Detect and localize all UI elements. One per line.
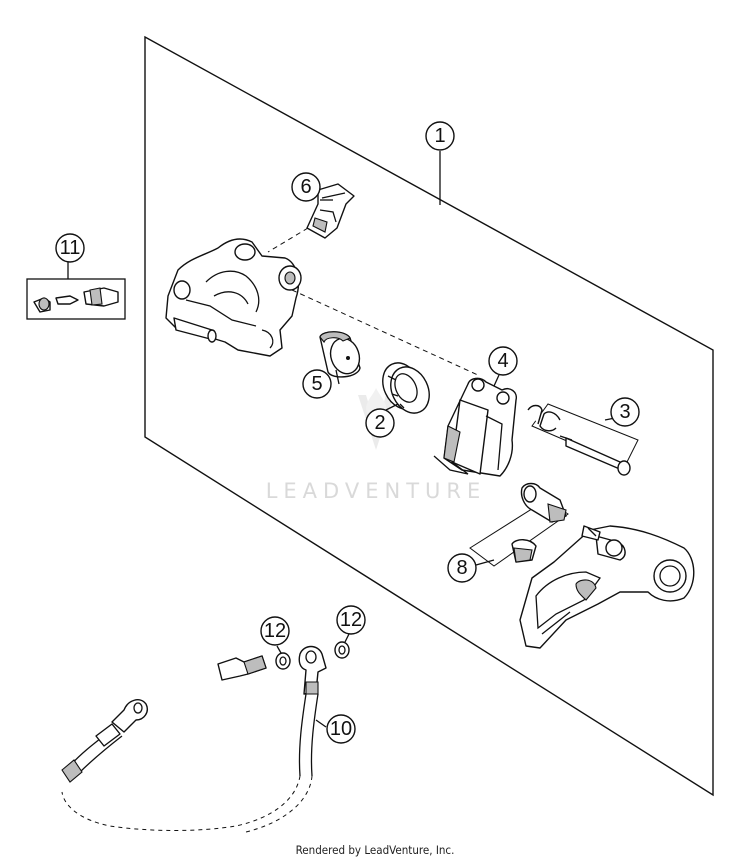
seal-kit-part [382,362,430,414]
callout-5: 5 [302,369,332,399]
callout-1: 1 [425,121,455,151]
callout-10: 10 [326,714,356,744]
svg-text:1: 1 [434,125,445,147]
callout-leader-2 [385,403,399,411]
svg-text:4: 4 [497,350,508,372]
callout-leader-5 [335,369,340,385]
callout-leader-4 [493,374,500,387]
brake-pads-part [433,377,517,477]
svg-text:12: 12 [264,620,286,642]
callout-leader-8 [475,559,495,566]
svg-text:3: 3 [619,401,630,423]
callout-leader-12b [344,633,350,643]
callout-12a: 12 [260,616,290,646]
svg-text:10: 10 [330,718,352,740]
svg-text:2: 2 [374,412,385,434]
guide-line-6 [267,227,309,253]
svg-text:6: 6 [300,176,311,198]
guide-line-axis [291,289,481,377]
svg-text:12: 12 [340,609,362,631]
pad-pin-part [527,403,639,476]
svg-text:5: 5 [311,373,322,395]
bushing-kit-part [469,482,569,567]
callout-leader-10 [315,719,327,728]
watermark-text: LEADVENTURE [266,479,487,503]
callout-4: 4 [488,346,518,376]
svg-text:8: 8 [456,557,467,579]
assembly-frame [144,35,714,797]
caliper-body-part [165,238,302,357]
pad-spring-part [306,183,355,239]
callout-leader-12a [276,645,282,654]
callout-2: 2 [365,408,395,438]
callout-6: 6 [291,172,321,202]
svg-text:11: 11 [60,237,81,259]
callout-8: 8 [447,553,477,583]
brake-line-part [61,641,350,833]
piston-part [319,331,361,378]
callout-11: 11 [55,233,85,263]
footer-credit: Rendered by LeadVenture, Inc. [295,843,455,857]
callout-3: 3 [610,397,640,427]
caliper-bracket-part [519,525,695,649]
callout-12b: 12 [336,605,366,635]
bleeder-kit-part [26,278,126,320]
